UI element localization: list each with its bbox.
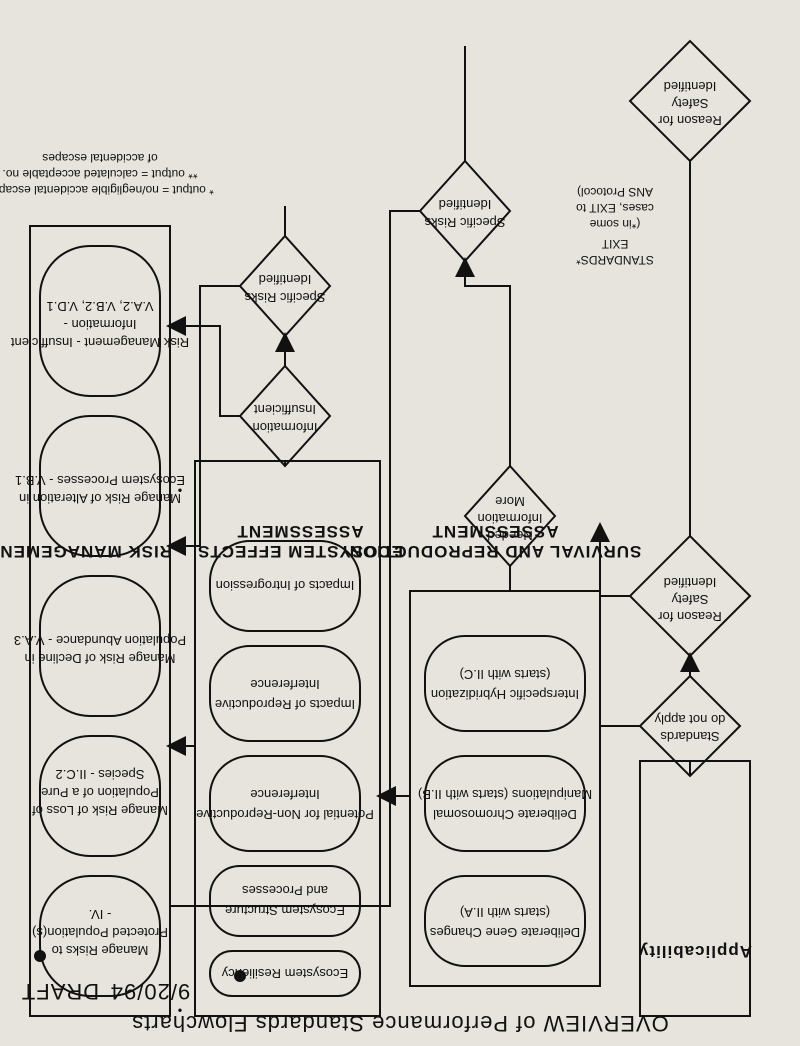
svg-text:Insufficient: Insufficient — [254, 402, 316, 417]
svg-text:Deliberate Chromosomal: Deliberate Chromosomal — [433, 807, 577, 822]
decision-more-info — [463, 464, 557, 568]
svg-text:cases, EXIT to: cases, EXIT to — [576, 201, 654, 215]
ecosystem-header: ECOSYSTEM EFFECTS — [197, 542, 403, 561]
applicability-header: Applicability — [638, 942, 752, 961]
applicability-box — [639, 760, 751, 1017]
svg-text:(starts with II.A): (starts with II.A) — [460, 905, 550, 920]
risk-footnote: * output = no/negligible accidental esca… — [0, 151, 214, 197]
svg-text:V.A.2, V.B.2, V.D.1: V.A.2, V.B.2, V.D.1 — [47, 299, 154, 314]
svg-text:Interference: Interference — [250, 787, 319, 802]
svg-text:Species - II.C.2: Species - II.C.2 — [56, 767, 145, 782]
ecosystem-alteration-item — [39, 415, 161, 557]
survival-header: SURVIVAL AND REPRODUCTION — [349, 542, 642, 561]
svg-text:Ecosystem Resiliency: Ecosystem Resiliency — [221, 966, 348, 981]
svg-text:and Processes: and Processes — [242, 883, 328, 898]
svg-text:Identified: Identified — [664, 79, 717, 94]
svg-text:Identified: Identified — [664, 575, 717, 590]
svg-text:Protected Population(s): Protected Population(s) — [32, 925, 168, 940]
risk-box — [29, 225, 171, 1017]
page-date: 9/20/94 — [110, 979, 190, 1004]
svg-text:More: More — [495, 494, 525, 509]
svg-text:(starts with II.C): (starts with II.C) — [459, 667, 550, 682]
svg-text:Information: Information — [252, 420, 317, 435]
svg-text:Safety: Safety — [671, 96, 708, 111]
bullet-mark: • — [177, 1003, 182, 1018]
svg-text:Reason for: Reason for — [658, 113, 722, 128]
svg-text:Identified: Identified — [259, 272, 312, 287]
svg-text:Needed: Needed — [487, 528, 533, 543]
svg-text:Ecosystem Processes - V.B.1: Ecosystem Processes - V.B.1 — [15, 473, 185, 488]
svg-text:Information: Information — [477, 511, 542, 526]
svg-text:Manipulations (starts with II.: Manipulations (starts with II.B) — [418, 787, 592, 802]
chromosomal-item — [424, 755, 586, 852]
svg-text:Population of a Pure: Population of a Pure — [41, 785, 159, 800]
pure-species-item — [39, 735, 161, 857]
svg-text:Interference: Interference — [250, 677, 319, 692]
draft-stamp: DRAFT — [21, 979, 99, 1004]
svg-text:Specific Risks: Specific Risks — [424, 215, 505, 230]
svg-text:Interspecific Hybridization: Interspecific Hybridization — [431, 687, 579, 702]
connector — [166, 316, 240, 417]
svg-text:of accidental escapes: of accidental escapes — [42, 151, 157, 165]
svg-text:Safety: Safety — [671, 592, 708, 607]
punch-hole — [234, 970, 246, 982]
protected-populations-item — [39, 875, 161, 997]
svg-text:Standards: Standards — [660, 729, 720, 744]
hybridization-item — [424, 635, 586, 732]
exit-note: STANDARDS* EXIT (*in some cases, EXIT to… — [576, 185, 654, 267]
connector — [599, 725, 640, 746]
connector — [590, 522, 630, 597]
svg-text:EXIT: EXIT — [601, 237, 628, 251]
introgression-item — [209, 540, 361, 632]
risk-header: RISK MANAGEMENT — [0, 542, 172, 561]
svg-text:Manage Risk of Loss of: Manage Risk of Loss of — [32, 803, 168, 818]
structure-item — [209, 865, 361, 937]
page-title: OVERVIEW of Performance Standards Flowch… — [131, 1011, 669, 1036]
svg-text:Potential for Non-Reproductive: Potential for Non-Reproductive — [196, 807, 374, 822]
svg-text:Information -: Information - — [64, 317, 137, 332]
svg-text:Reason for: Reason for — [658, 609, 722, 624]
non-reproductive-item — [209, 755, 361, 852]
svg-text:Impacts of Introgression: Impacts of Introgression — [216, 578, 355, 593]
svg-text:STANDARDS*: STANDARDS* — [576, 253, 654, 267]
svg-text:(*in some: (*in some — [589, 217, 640, 231]
bullet-mark: • — [177, 483, 182, 498]
connector — [166, 285, 240, 556]
svg-text:- IV.: - IV. — [89, 907, 112, 922]
svg-text:** output = calculated accepta: ** output = calculated acceptable no. — [2, 167, 197, 181]
resiliency-item — [209, 950, 361, 997]
svg-text:Deliberate Gene Changes: Deliberate Gene Changes — [429, 925, 580, 940]
svg-text:ANS Protocol): ANS Protocol) — [577, 185, 653, 199]
svg-text:Manage Risks to: Manage Risks to — [52, 943, 149, 958]
insufficient-info-item — [39, 245, 161, 397]
svg-text:Identified: Identified — [439, 197, 492, 212]
svg-text:* output = no/negligible accid: * output = no/negligible accidental esca… — [0, 183, 214, 197]
connector — [170, 210, 420, 907]
svg-text:Impacts of Reproductive: Impacts of Reproductive — [215, 697, 355, 712]
svg-text:Risk Management - Insufficient: Risk Management - Insufficient — [10, 335, 189, 350]
survival-box — [409, 590, 601, 987]
svg-text:Specific Risks: Specific Risks — [244, 290, 325, 305]
svg-text:Manage Risk of Alteration in: Manage Risk of Alteration in — [19, 491, 181, 506]
svg-text:ASSESSMENT: ASSESSMENT — [236, 522, 363, 541]
population-decline-item — [39, 575, 161, 717]
svg-text:Population Abundance - V.A.3: Population Abundance - V.A.3 — [14, 633, 186, 648]
ecosystem-box — [194, 460, 381, 1017]
svg-text:Manage Risk of Decline in: Manage Risk of Decline in — [24, 651, 175, 666]
connector — [455, 257, 511, 466]
svg-text:do not apply: do not apply — [654, 712, 725, 727]
reproductive-item — [209, 645, 361, 742]
svg-text:ASSESSMENT: ASSESSMENT — [431, 522, 558, 541]
gene-changes-item — [424, 875, 586, 967]
decision-safety-exit — [628, 39, 752, 163]
